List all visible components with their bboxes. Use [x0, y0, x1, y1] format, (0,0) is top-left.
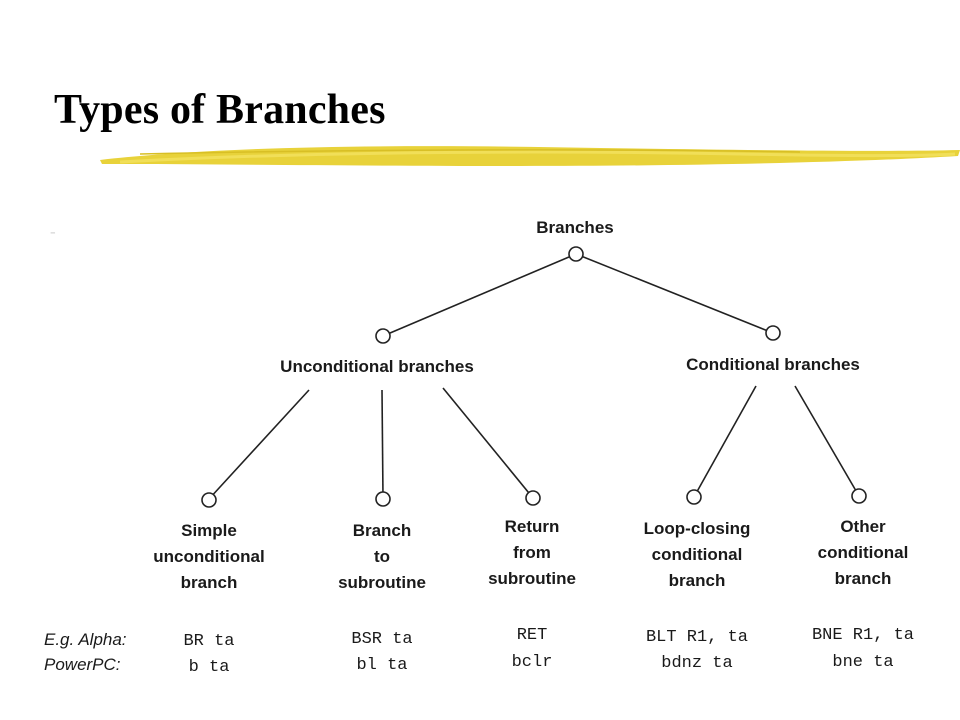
- conditional-branches-label: Conditional branches: [686, 355, 860, 374]
- leaf-simple-unconditional: Simple unconditional branch: [134, 518, 284, 596]
- powerpc-code-simple: b ta: [188, 658, 230, 677]
- powerpc-row-label: PowerPC:: [44, 655, 121, 674]
- leaf-line: conditional: [817, 543, 909, 562]
- unconditional-branches-label: Unconditional branches: [280, 357, 474, 376]
- node-return-from-subroutine: [525, 490, 541, 506]
- leaf-line: from: [513, 543, 551, 562]
- edge-root-uncond: [382, 253, 577, 337]
- leaf-line: branch: [180, 573, 238, 592]
- node-unconditional: [375, 328, 391, 344]
- edge-uncond-return: [442, 387, 534, 499]
- alpha-code-other: BNE R1, ta: [811, 626, 915, 645]
- title-underline-brushstroke: [100, 146, 960, 166]
- node-root: [568, 246, 584, 262]
- leaf-line: branch: [668, 571, 726, 590]
- leaf-branch-to-subroutine: Branch to subroutine: [307, 518, 457, 596]
- alpha-code-return: RET: [516, 626, 548, 645]
- edge-root-cond: [575, 253, 774, 334]
- powerpc-code-branch: bl ta: [356, 656, 408, 675]
- powerpc-code-loop: bdnz ta: [661, 654, 733, 673]
- alpha-code-simple: BR ta: [183, 632, 235, 651]
- leaf-other-conditional: Other conditional branch: [788, 514, 938, 592]
- leaf-line: unconditional: [153, 547, 265, 566]
- alpha-code-branch: BSR ta: [351, 630, 413, 649]
- edge-cond-loop: [693, 385, 757, 498]
- leaf-return-from-subroutine: Return from subroutine: [457, 514, 607, 592]
- node-branch-to-subroutine: [375, 491, 391, 507]
- leaf-line: Other: [840, 517, 886, 536]
- powerpc-code-return: bclr: [511, 653, 553, 672]
- leaf-line: Return: [504, 517, 560, 536]
- node-loop-closing: [686, 489, 702, 505]
- alpha-code-loop: BLT R1, ta: [645, 628, 749, 647]
- edge-uncond-simple: [208, 389, 310, 500]
- leaf-line: to: [373, 547, 391, 566]
- leaf-line: branch: [834, 569, 892, 588]
- slide-title: Types of Branches: [54, 87, 386, 133]
- node-other-conditional: [851, 488, 867, 504]
- leaf-line: subroutine: [338, 573, 426, 592]
- edge-uncond-branch: [381, 389, 384, 499]
- faint-bg-text: -: [50, 222, 56, 241]
- node-conditional: [765, 325, 781, 341]
- leaf-line: subroutine: [488, 569, 576, 588]
- edge-cond-other: [794, 385, 860, 497]
- alpha-row-label: E.g. Alpha:: [44, 630, 127, 649]
- leaf-line: Branch: [352, 521, 412, 540]
- powerpc-code-other: bne ta: [832, 653, 894, 672]
- root-label: Branches: [536, 218, 614, 237]
- leaf-line: Simple: [181, 521, 237, 540]
- node-simple: [201, 492, 217, 508]
- leaf-loop-closing-conditional: Loop-closing conditional branch: [622, 516, 772, 594]
- leaf-line: conditional: [651, 545, 743, 564]
- leaf-line: Loop-closing: [643, 519, 751, 538]
